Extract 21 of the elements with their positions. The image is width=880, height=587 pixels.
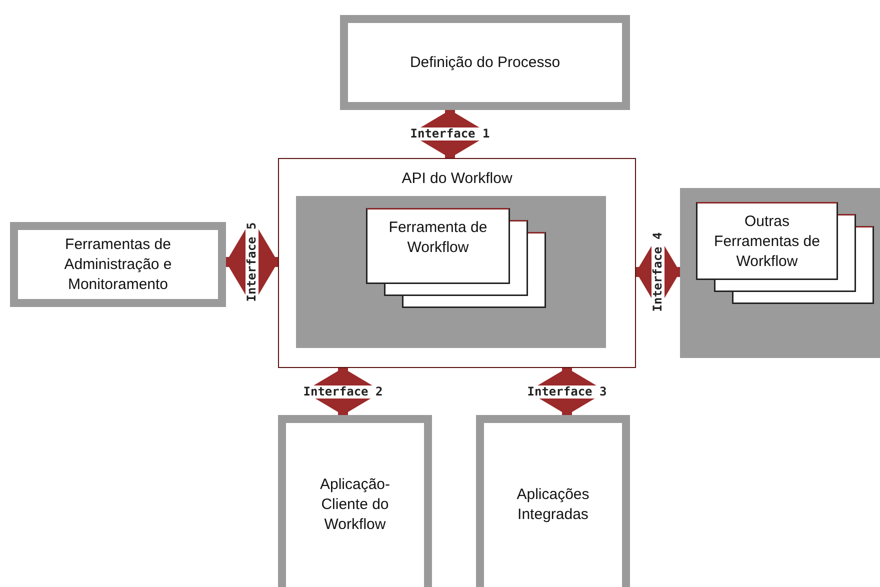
edge-label: Interface 3 xyxy=(525,385,609,398)
application-box xyxy=(278,415,432,587)
engine-panel xyxy=(680,188,880,358)
edge-label: Interface 1 xyxy=(408,128,492,140)
application-box xyxy=(476,415,630,587)
box-label: Ferramentas de Administração e Monitoramento xyxy=(63,234,173,294)
api-box xyxy=(278,158,636,368)
edge-label: Interface 4 xyxy=(652,230,664,314)
edge-label: Interface 2 xyxy=(301,385,385,398)
box-label: Ferramenta de Workflow xyxy=(388,218,488,258)
box-label: Definição do Processo xyxy=(410,52,560,72)
box-label: Aplicação-Cliente do Workflow xyxy=(318,475,392,535)
box-label: Aplicações Integradas xyxy=(516,485,590,525)
tools-box xyxy=(10,222,226,307)
stacked-cards-drawing xyxy=(366,208,546,308)
process-box xyxy=(340,15,630,110)
box-label: Outras Ferramentas de Workflow xyxy=(713,212,821,272)
engine-panel xyxy=(296,196,606,348)
edge-label: Interface 5 xyxy=(246,220,258,304)
box-title: API do Workflow xyxy=(400,169,514,189)
stacked-cards-drawing xyxy=(696,202,874,304)
